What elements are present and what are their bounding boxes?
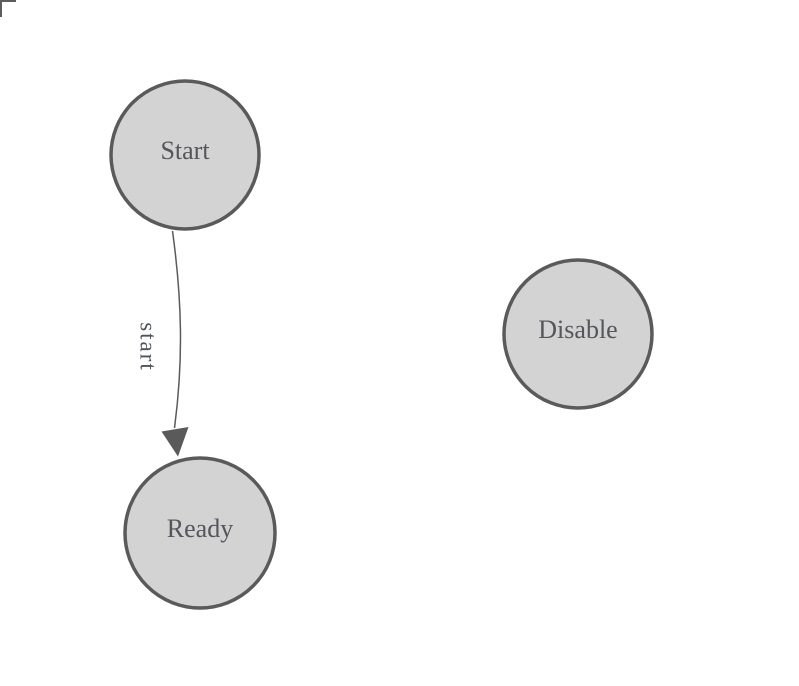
node-ready[interactable]: Ready [123,456,277,610]
edge-start-to-ready[interactable]: start [136,230,189,457]
node-circle-start[interactable] [109,79,261,231]
node-circle-ready[interactable] [123,456,277,610]
node-circle-disable[interactable] [502,258,654,410]
arrowhead-icon [161,427,189,457]
edge-line[interactable] [171,230,182,429]
canvas-origin-corner-icon [0,0,16,17]
edge-label: start [136,322,161,372]
node-start[interactable]: Start [109,79,261,231]
node-disable[interactable]: Disable [502,258,654,410]
